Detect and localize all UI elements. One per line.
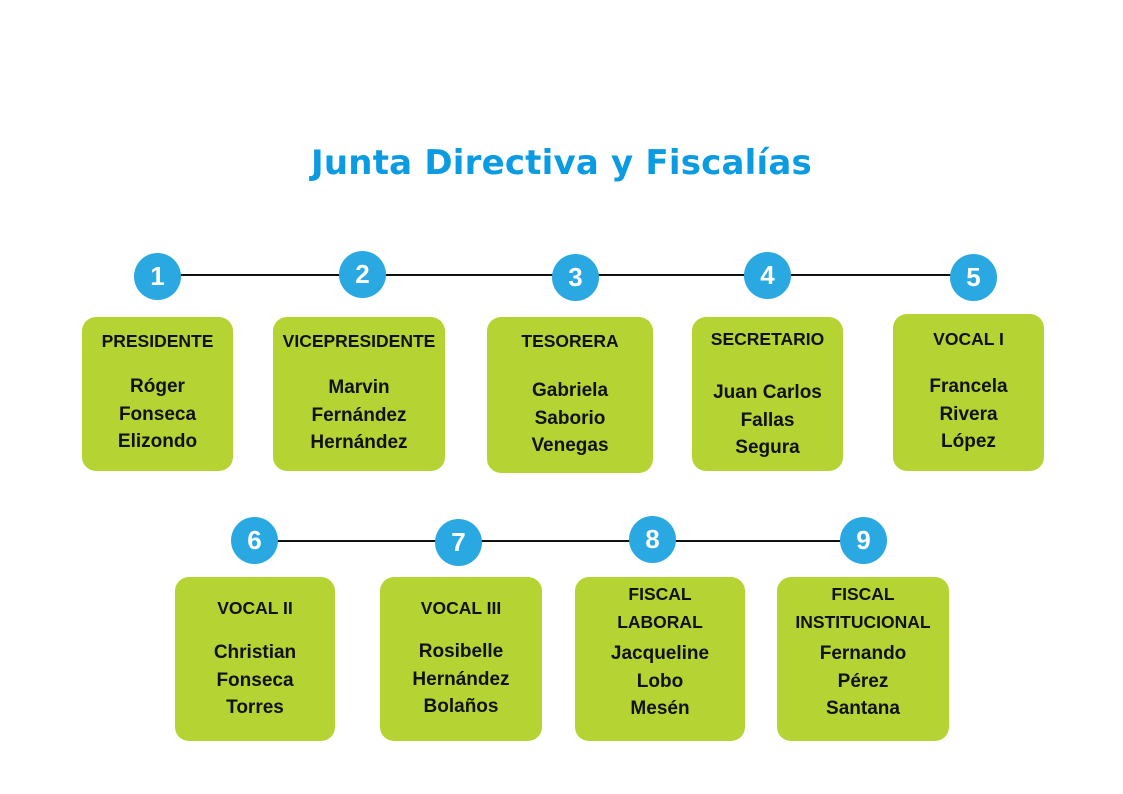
member-name-line: Lobo <box>636 670 684 692</box>
connector-line-row-2 <box>255 540 865 542</box>
member-card-presidente: PRESIDENTE Róger Fonseca Elizondo <box>82 317 233 471</box>
number-badge-8: 8 <box>629 516 676 563</box>
role-label-line: INSTITUCIONAL <box>795 612 931 632</box>
role-label: VOCAL I <box>933 329 1004 349</box>
role-label-line: LABORAL <box>617 612 703 632</box>
member-name-line: Fonseca <box>118 403 197 425</box>
member-name-line: Fonseca <box>216 669 294 691</box>
member-name-line: Fernando <box>819 643 907 664</box>
member-name-line: Christian <box>213 642 297 663</box>
member-name-line: Gabriela <box>531 380 609 401</box>
member-name-line: Rosibelle <box>418 641 504 662</box>
member-card-vocal-3: VOCAL III Rosibelle Hernández Bolaños <box>380 577 542 741</box>
member-name-line: Torres <box>226 697 284 718</box>
member-name-line: Mesén <box>630 698 690 719</box>
number-badge-1: 1 <box>134 253 181 300</box>
role-label: VICEPRESIDENTE <box>282 331 436 351</box>
member-name-line: Elizondo <box>117 431 198 452</box>
member-name-line: Santana <box>826 698 900 719</box>
member-name-line: Venegas <box>531 435 609 456</box>
member-name-line: Fallas <box>740 409 795 431</box>
member-name-line: Fernández <box>311 404 407 426</box>
page-title: Junta Directiva y Fiscalías <box>311 143 812 183</box>
member-card-fiscal-laboral: FISCAL LABORAL Jacqueline Lobo Mesén <box>575 577 745 741</box>
member-card-vicepresidente: VICEPRESIDENTE Marvin Fernández Hernánde… <box>273 317 445 471</box>
member-name-line: Segura <box>735 437 800 458</box>
number-badge-9: 9 <box>840 517 887 564</box>
member-name-line: Francela <box>929 376 1008 397</box>
role-label-line: FISCAL <box>628 584 692 604</box>
member-card-vocal-2: VOCAL II Christian Fonseca Torres <box>175 577 335 741</box>
member-card-tesorera: TESORERA Gabriela Saborio Venegas <box>487 317 653 473</box>
member-name-line: Hernández <box>412 668 510 690</box>
role-label: TESORERA <box>521 331 619 351</box>
member-card-fiscal-institucional: FISCAL INSTITUCIONAL Fernando Pérez Sant… <box>777 577 949 741</box>
member-name-line: López <box>941 431 996 452</box>
member-name-line: Saborio <box>534 407 606 429</box>
role-label: VOCAL II <box>217 598 293 618</box>
member-name-line: Jacqueline <box>610 643 710 664</box>
member-name-line: Pérez <box>837 670 889 692</box>
member-card-vocal-1: VOCAL I Francela Rivera López <box>893 314 1044 471</box>
number-badge-2: 2 <box>339 251 386 298</box>
member-name-line: Róger <box>130 376 185 397</box>
role-label: PRESIDENTE <box>101 331 214 351</box>
role-label: SECRETARIO <box>710 329 825 349</box>
number-badge-6: 6 <box>231 517 278 564</box>
number-badge-7: 7 <box>435 519 482 566</box>
member-name-line: Juan Carlos <box>713 382 822 403</box>
number-badge-4: 4 <box>744 252 791 299</box>
number-badge-3: 3 <box>552 254 599 301</box>
member-name-line: Marvin <box>328 377 390 398</box>
role-label-line: FISCAL <box>831 584 895 604</box>
member-name-line: Hernández <box>310 432 408 453</box>
member-card-secretario: SECRETARIO Juan Carlos Fallas Segura <box>692 317 843 471</box>
member-name-line: Rivera <box>939 403 998 425</box>
role-label: VOCAL III <box>420 598 502 618</box>
number-badge-5: 5 <box>950 254 997 301</box>
member-name-line: Bolaños <box>423 696 499 717</box>
